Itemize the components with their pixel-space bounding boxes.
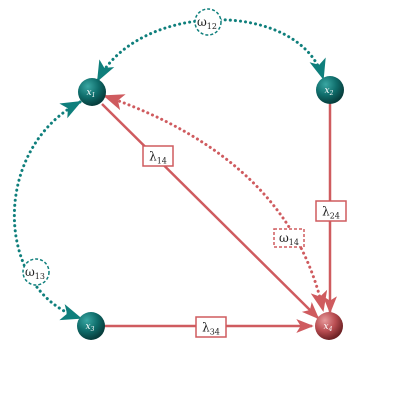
node-x3: x3 <box>77 312 105 340</box>
edge-lambda-14 <box>101 103 320 320</box>
edge-omega-12 <box>96 18 326 82</box>
svg-text:x1: x1 <box>87 88 96 99</box>
edge-omega-14 <box>103 94 328 313</box>
label-lambda-34: λ34 <box>195 316 227 338</box>
svg-text:x4: x4 <box>324 322 333 333</box>
label-omega-12: ω12 <box>194 8 222 36</box>
svg-text:x3: x3 <box>86 322 95 333</box>
svg-text:λ24: λ24 <box>322 205 340 221</box>
label-omega-13: ω13 <box>22 258 50 286</box>
svg-text:ω13: ω13 <box>25 265 45 281</box>
svg-text:ω14: ω14 <box>279 231 299 247</box>
edge-omega-13 <box>12 100 82 321</box>
label-lambda-14: λ14 <box>142 145 174 167</box>
svg-text:λ14: λ14 <box>149 150 167 166</box>
node-x1: x1 <box>78 78 106 106</box>
svg-text:ω12: ω12 <box>197 15 217 31</box>
svg-text:x2: x2 <box>325 86 334 97</box>
node-x2: x2 <box>316 76 344 104</box>
node-x4: x4 <box>315 312 343 340</box>
svg-text:λ34: λ34 <box>202 321 220 337</box>
label-lambda-24: λ24 <box>315 200 347 222</box>
label-omega-14: ω14 <box>273 228 305 248</box>
